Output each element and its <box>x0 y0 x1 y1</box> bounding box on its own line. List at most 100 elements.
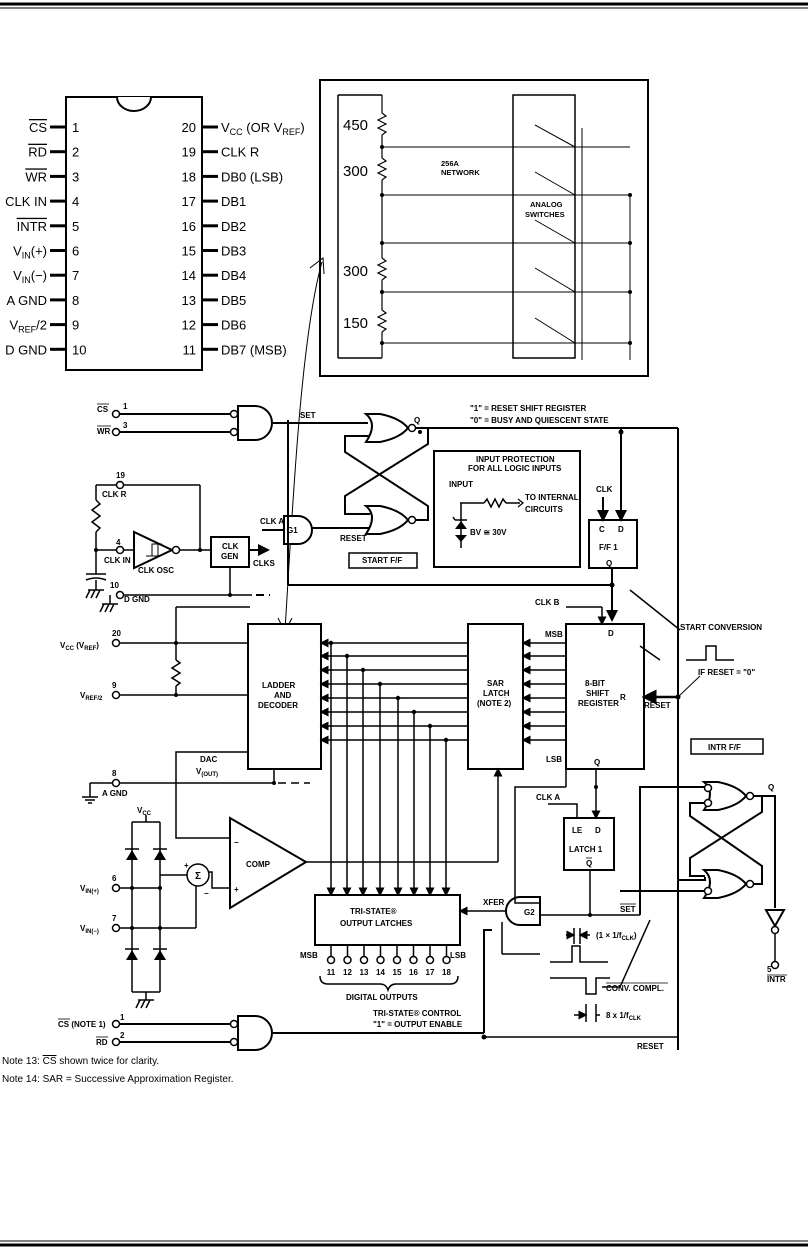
clka-label-1: CLK A <box>260 517 284 526</box>
latch1-label: LATCH 1 <box>569 845 603 854</box>
wr-num: 3 <box>123 421 128 430</box>
shift-register-box <box>565 623 645 770</box>
intr-num: 5 <box>767 965 772 974</box>
latch1-box <box>563 817 615 871</box>
tri-state-label-2: OUTPUT LATCHES <box>340 919 413 928</box>
cs2-num: 1 <box>120 1013 125 1022</box>
shift-label-3: REGISTER <box>578 699 619 708</box>
vref2-label: VREF/2 <box>80 691 103 702</box>
msb-label-sar: MSB <box>545 630 563 639</box>
output-pin-terminal <box>359 955 369 965</box>
input-prot-2: FOR ALL LOGIC INPUTS <box>468 464 562 473</box>
clk-gen-box <box>210 536 250 568</box>
output-pin-terminal <box>442 955 451 965</box>
switches-box <box>512 94 576 359</box>
pin-number-right: 12 <box>182 318 196 333</box>
intr-ff-label-box <box>690 738 764 755</box>
output-pin-terminal <box>376 955 385 965</box>
input-label: INPUT <box>449 480 473 489</box>
pin-label-left: A GND <box>7 293 47 308</box>
pin-number-left: 5 <box>72 219 79 234</box>
lsb-label-out: LSB <box>450 951 466 960</box>
res-450: 450 <box>343 117 368 134</box>
bus-junction <box>427 723 433 729</box>
ladder-label-3: DECODER <box>258 701 298 710</box>
pin-number-left: 8 <box>72 293 79 308</box>
vinm-num: 7 <box>112 914 117 923</box>
comp-plus: + <box>234 885 239 894</box>
vcc-num: 20 <box>112 629 121 638</box>
intr-label: INTR <box>767 975 786 984</box>
eight-clk-label: 8 x 1/fCLK <box>606 1011 642 1022</box>
tri-ctrl-2: "1" = OUTPUT ENABLE <box>373 1020 463 1029</box>
output-pin-terminal <box>392 955 402 965</box>
sum-junction <box>186 863 210 887</box>
pin-label-left: RD <box>28 145 47 160</box>
vout-label: V(OUT) <box>196 767 218 778</box>
output-pin-terminal <box>326 955 336 965</box>
agnd-label: A GND <box>102 789 128 798</box>
set-bar-label: SET <box>620 905 636 914</box>
sum-sigma: Σ <box>195 871 201 882</box>
bus-junction <box>328 640 334 646</box>
intr-pin-terminal <box>770 960 780 970</box>
output-pin-number: 16 <box>409 968 418 977</box>
ladder-label-1: LADDER <box>262 681 296 690</box>
pin-label-right: DB4 <box>221 268 246 283</box>
vcc-pin-terminal <box>111 638 121 648</box>
rd-label: RD <box>96 1038 108 1047</box>
reset-label-1: RESET <box>340 534 367 543</box>
intr-buffer <box>764 909 786 929</box>
cs-pin-terminal <box>111 409 121 419</box>
pin-label-right: DB3 <box>221 244 246 259</box>
pin-label-left: INTR <box>17 219 47 234</box>
output-pin-terminal <box>425 955 435 965</box>
clkb-label: CLK B <box>535 598 560 607</box>
pin-label-left: D GND <box>5 342 47 357</box>
clk-gen-2: GEN <box>221 552 239 561</box>
note-13-cs: CS <box>42 1056 57 1067</box>
start-ff-nor-top <box>363 413 410 443</box>
dgnd-num: 10 <box>110 581 119 590</box>
output-enable-and-gate <box>237 1015 273 1051</box>
q-label-start: Q <box>414 416 420 425</box>
latch1-qbar: Q <box>586 859 592 868</box>
clkin-pin-terminal <box>115 545 125 555</box>
output-pin-terminal <box>409 955 418 965</box>
comp-label: COMP <box>246 860 271 869</box>
vcc-top-label: VCC <box>137 806 152 817</box>
shift-label-2: SHIFT <box>586 689 609 698</box>
cs2-label: CS (NOTE 1) <box>58 1020 106 1029</box>
pin-number-left: 9 <box>72 318 79 333</box>
vinp-label: VIN(+) <box>80 884 99 895</box>
to-internal-1: TO INTERNAL <box>525 493 579 502</box>
input-prot-1: INPUT PROTECTION <box>476 455 555 464</box>
g1-label: G1 <box>287 526 298 535</box>
pin-number-left: 3 <box>72 169 79 184</box>
ff1-c: C <box>599 525 605 534</box>
msb-label-out: MSB <box>300 951 318 960</box>
dgnd-pin-terminal <box>115 590 125 600</box>
ff1-box <box>588 519 638 569</box>
tri-state-label-1: TRI-STATE® <box>350 907 397 916</box>
clkin-num: 4 <box>116 538 121 547</box>
dac-label: DAC <box>200 755 218 764</box>
pin-label-right: DB0 (LSB) <box>221 169 283 184</box>
pin-number-left: 10 <box>72 342 86 357</box>
latch1-le: LE <box>572 826 583 835</box>
bus-junction <box>443 737 449 743</box>
pin-label-right: VCC (OR VREF) <box>221 120 305 137</box>
reset-label-3: RESET <box>637 1042 664 1051</box>
ic-notch <box>116 96 152 112</box>
output-latches-box <box>314 894 461 946</box>
pin-label-left: CLK IN <box>5 194 47 209</box>
rd-num: 2 <box>120 1031 125 1040</box>
agnd-num: 8 <box>112 769 117 778</box>
res-300b: 300 <box>343 263 368 280</box>
ff1-d: D <box>618 525 624 534</box>
zero-busy-note: "0" = BUSY AND QUIESCENT STATE <box>470 416 609 425</box>
pin-number-right: 20 <box>182 120 196 135</box>
sar-label-1: SAR <box>487 679 504 688</box>
pin-label-left: WR <box>25 169 47 184</box>
